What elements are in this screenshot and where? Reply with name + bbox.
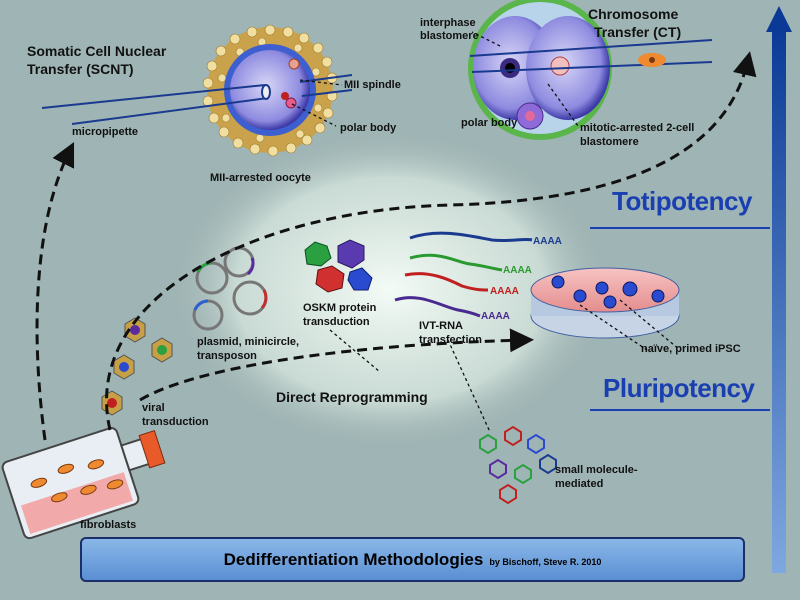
- oskm-label-line1: OSKM protein: [303, 302, 377, 314]
- polar-body-left-label: polar body: [340, 122, 397, 134]
- mii-spindle-label: MII spindle: [344, 79, 401, 91]
- footer-title: Dedifferentiation Methodologies: [223, 549, 484, 569]
- viral-label-line2: transduction: [142, 416, 209, 428]
- plasmid-label-line2: transposon: [197, 350, 257, 362]
- polya-tail-2: AAAA: [503, 265, 532, 276]
- dashed-arrows: [35, 51, 757, 441]
- totipotency-label: Totipotency: [612, 186, 752, 216]
- viral-label-line1: viral: [142, 402, 165, 414]
- plasmid-label-line1: plasmid, minicircle,: [197, 336, 300, 348]
- scnt-title-line1: Somatic Cell Nuclear: [27, 43, 167, 59]
- footer-credit: by Bischoff, Steve R. 2010: [489, 556, 602, 567]
- oskm-proteins: [304, 239, 373, 293]
- ivt-label-line1: IVT-RNA: [419, 320, 463, 332]
- mii-oocyte-label: MII-arrested oocyte: [210, 172, 311, 184]
- micropipette: [41, 74, 353, 125]
- small-molecule-label-line2: mediated: [555, 478, 604, 490]
- ipsc-label: naïve, primed iPSC: [641, 343, 741, 355]
- pluripotency-label: Pluripotency: [603, 373, 755, 403]
- mitotic-label-line2: blastomere: [580, 136, 639, 148]
- chromosome-icon: [638, 53, 666, 67]
- fibroblast-flask: [1, 427, 166, 540]
- polya-tail-1: AAAA: [533, 236, 562, 247]
- mitotic-label-line1: mitotic-arrested 2-cell: [580, 122, 695, 134]
- polya-tail-3: AAAA: [490, 286, 519, 297]
- ivt-label-line2: transfection: [419, 334, 482, 346]
- ct-title-line2: Transfer (CT): [594, 24, 682, 40]
- ct-title-line1: Chromosome: [588, 6, 679, 22]
- fibroblasts-label: fibroblasts: [80, 519, 137, 531]
- dotted-leaders: [291, 31, 681, 433]
- small-molecule-label-line1: small molecule-: [555, 464, 638, 476]
- ct-micropipette: [469, 39, 713, 73]
- interphase-label-line2: blastomere: [420, 30, 479, 42]
- polar-body-right-label: polar body: [461, 117, 518, 129]
- center-glow: [170, 130, 610, 450]
- micropipette-label: micropipette: [72, 126, 139, 138]
- polya-tail-4: AAAA: [481, 311, 510, 322]
- ivt-rna: [394, 231, 533, 318]
- direct-reprogramming-label: Direct Reprogramming: [276, 389, 428, 405]
- petri-dish: [530, 267, 680, 339]
- footer-banner: Dedifferentiation Methodologies by Bisch…: [80, 537, 745, 582]
- potency-arrow: [590, 6, 792, 573]
- small-molecules: [479, 425, 557, 505]
- scnt-title-line2: Transfer (SCNT): [27, 61, 134, 77]
- interphase-label-line1: interphase: [420, 17, 476, 29]
- oskm-label-line2: transduction: [303, 316, 370, 328]
